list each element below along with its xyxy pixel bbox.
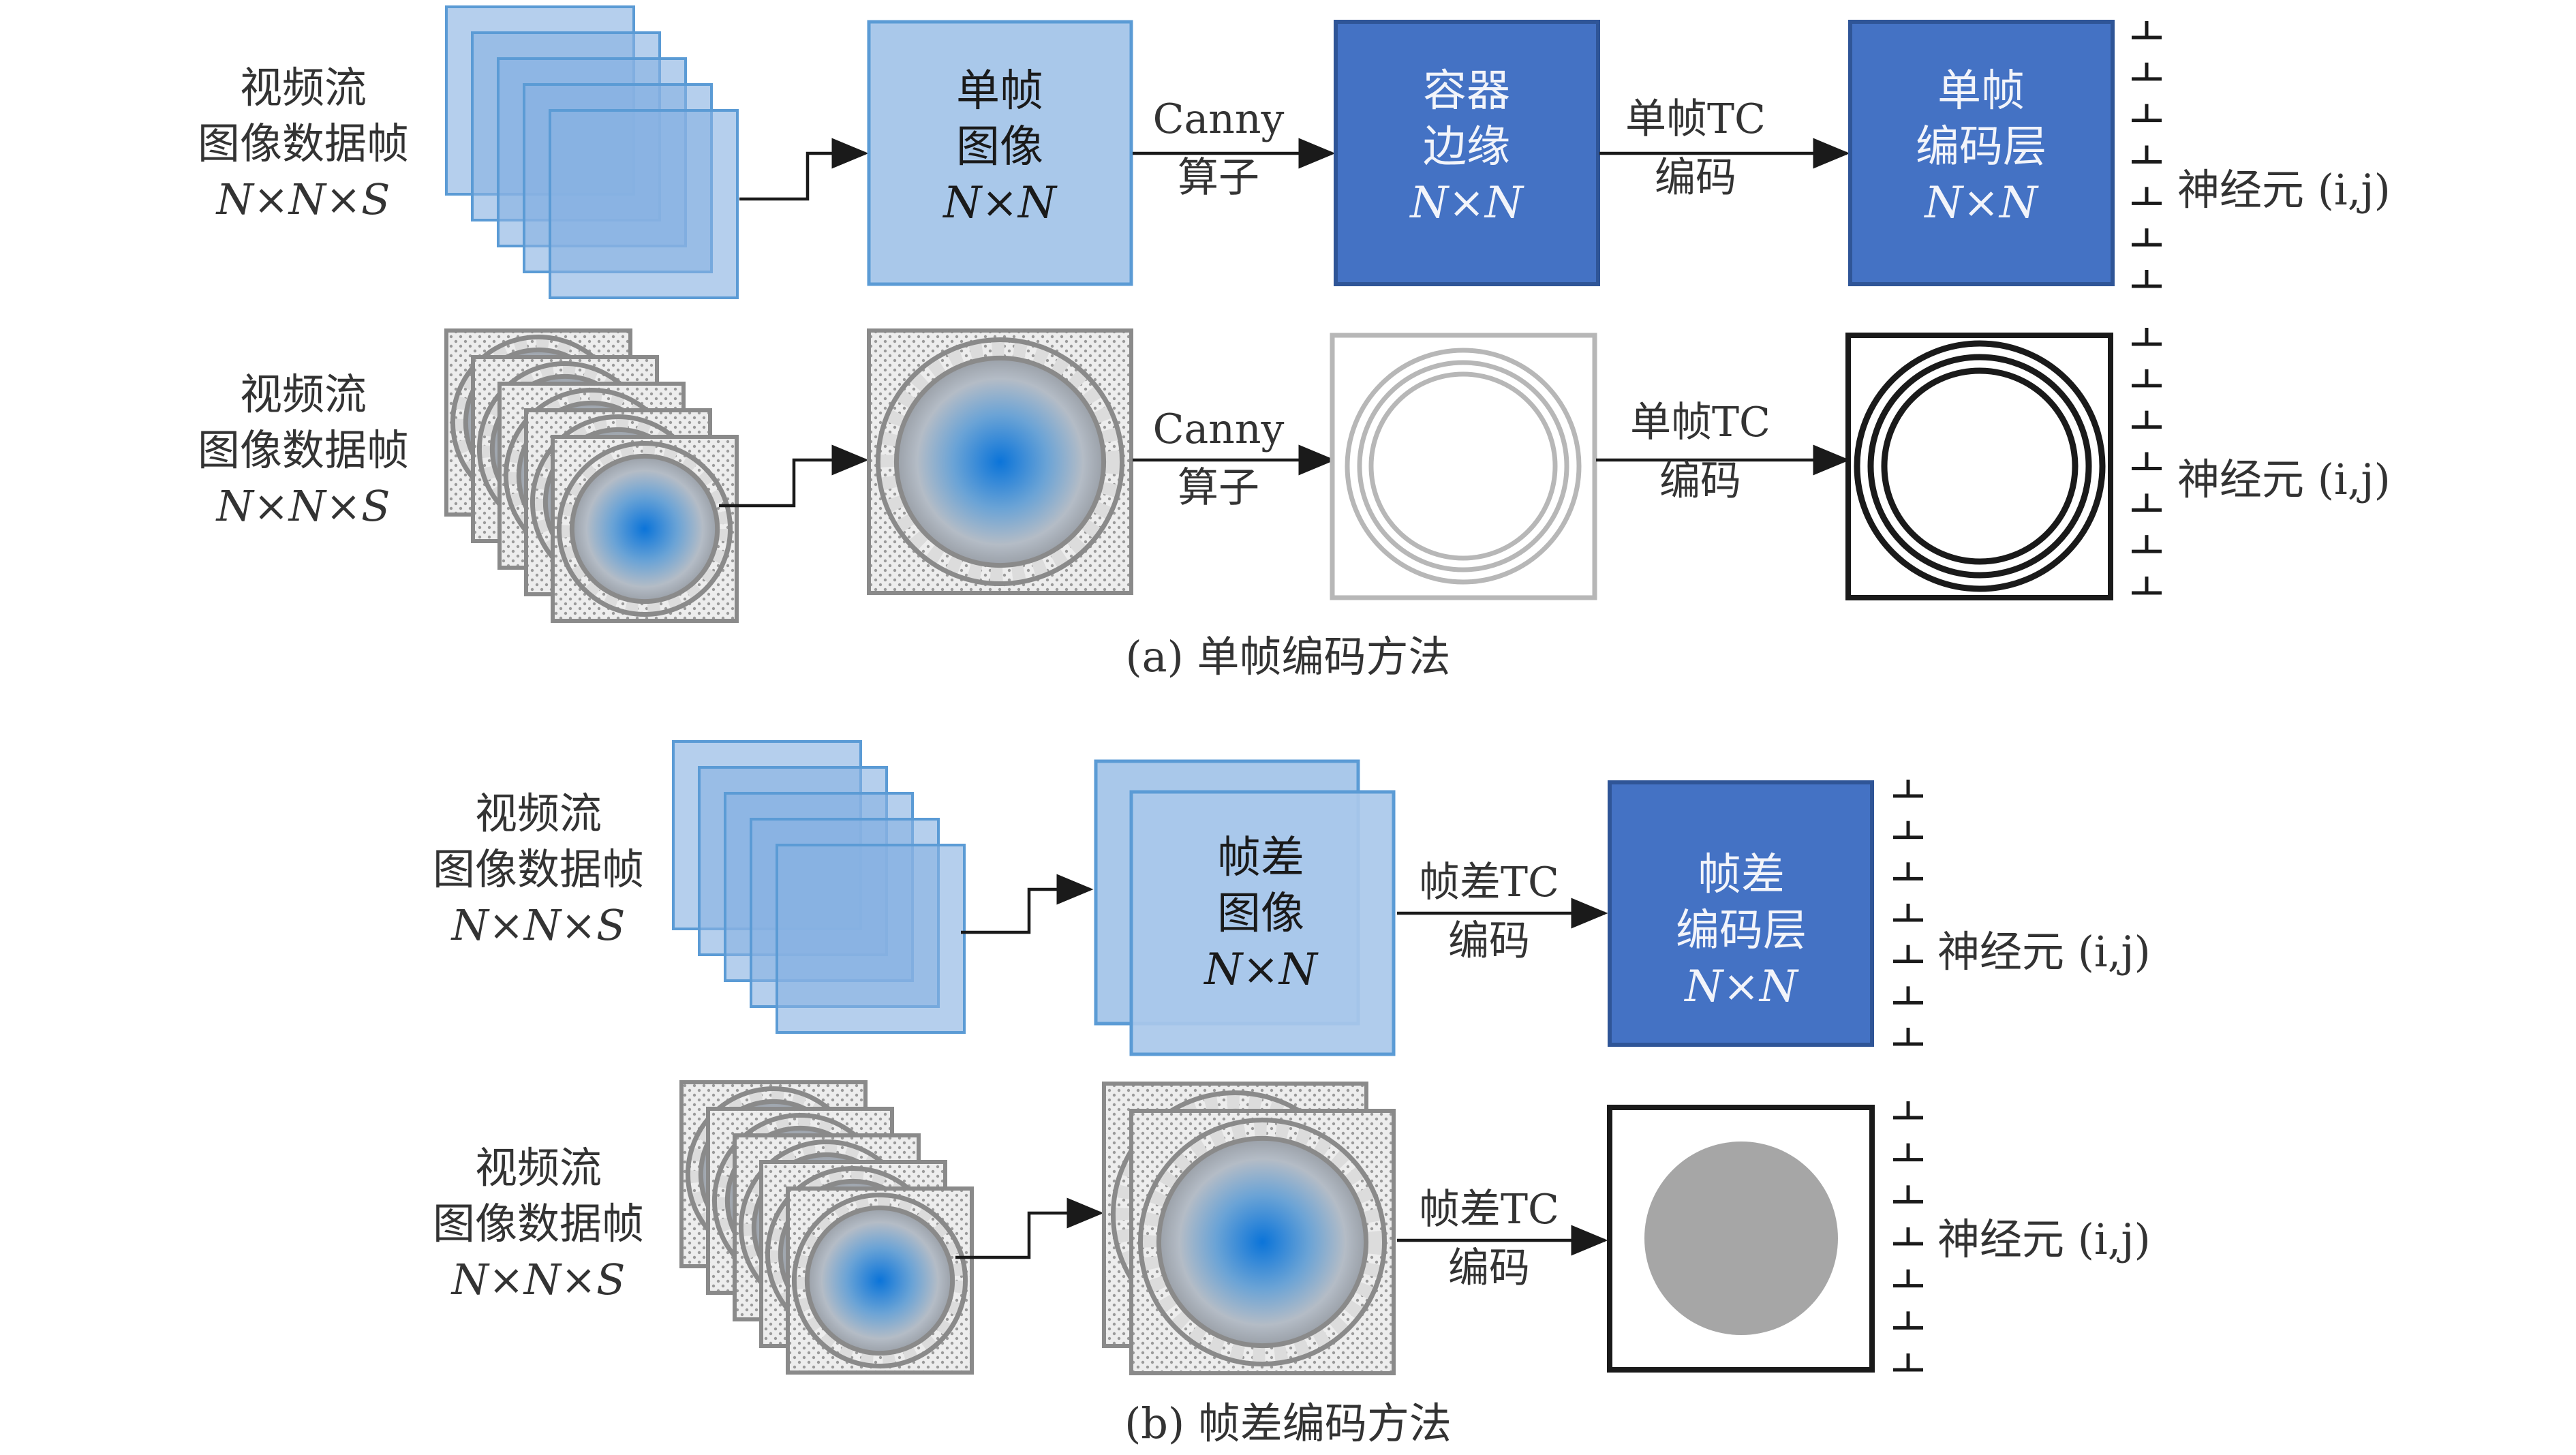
hatched-ring	[1141, 1121, 1383, 1363]
a-row1-input-stack	[445, 5, 739, 299]
a-edge-box	[1334, 20, 1600, 286]
gray-disk	[1644, 1142, 1838, 1335]
b-diff-image-label-line-2: N×N	[1203, 945, 1319, 995]
ring-frame	[551, 435, 739, 623]
b-row1-neuron-label: 神经元 (i,j)	[1937, 927, 2151, 977]
b-row1-input-label-line-1: 图像数据帧	[433, 844, 644, 894]
b-caption: (b) 帧差编码方法	[1124, 1398, 1452, 1448]
a-row2-edge-box	[1330, 333, 1597, 600]
b-row1-input-label-line-2: N×N×S	[450, 900, 626, 950]
b-row1-neuron-ticks	[1893, 780, 1923, 1046]
b-row1-arrow-1	[961, 874, 1094, 934]
a-row2-arrow-1	[719, 444, 869, 508]
blue-core	[804, 1205, 955, 1356]
a-row2-tc-label-line-0: 单帧TC	[1630, 399, 1770, 446]
coding-ring	[1867, 354, 2092, 579]
frame-layer	[776, 844, 966, 1034]
b-coding-layer-label-line-0: 帧差	[1698, 850, 1785, 900]
edge-ring	[1345, 348, 1582, 585]
a-row1-canny-label-line-0: Canny	[1153, 95, 1285, 143]
hatched-ring	[879, 341, 1121, 583]
a-coding-layer-box	[1848, 20, 2115, 286]
b-row2-input-label-line-2: N×N×S	[450, 1255, 626, 1304]
a-row2-ring-stack	[444, 328, 739, 623]
frame-layer	[549, 109, 739, 299]
a-row1-canny-label-line-1: 算子	[1178, 154, 1259, 202]
b-diff-front-frame	[1129, 790, 1396, 1056]
b-coding-layer-label-line-1: 编码层	[1676, 906, 1807, 956]
a-row2-input-label-line-2: N×N×S	[215, 481, 390, 531]
outer-ring	[791, 1192, 968, 1369]
coding-ring	[1854, 340, 2106, 592]
b-row2-input-label-line-1: 图像数据帧	[433, 1199, 644, 1249]
a-single-frame-box	[867, 20, 1133, 286]
a-caption: (a) 单帧编码方法	[1125, 632, 1450, 681]
a-row2-tc-label-line-1: 编码	[1659, 457, 1741, 505]
b-row1-input-stack	[672, 740, 966, 1034]
outer-ring	[1137, 1117, 1387, 1367]
b-row1-input-label-line-0: 视频流	[475, 788, 602, 838]
a-row1-input-label-line-0: 视频流	[240, 63, 367, 112]
outer-ring	[875, 337, 1125, 587]
b-row2-tc-label-line-0: 帧差TC	[1419, 1186, 1559, 1234]
a-edge-box-label-line-1: 边缘	[1423, 122, 1510, 172]
a-row2-input-label-line-1: 图像数据帧	[198, 425, 409, 475]
ring-frame	[786, 1186, 974, 1375]
b-row2-tc-label-line-1: 编码	[1448, 1244, 1530, 1292]
a-row2-ring-frame	[867, 328, 1133, 595]
a-row1-input-label-line-2: N×N×S	[215, 174, 390, 224]
b-row2-neuron-label: 神经元 (i,j)	[1937, 1214, 2151, 1264]
a-row1-input-label-line-1: 图像数据帧	[198, 119, 409, 168]
a-single-frame-label-line-2: N×N	[942, 178, 1058, 228]
a-row2-coding-box	[1845, 333, 2113, 600]
hatched-ring	[795, 1195, 965, 1366]
coding-frame	[1845, 333, 2113, 600]
b-diff-image-label-line-0: 帧差	[1217, 833, 1304, 883]
a-single-frame-label-line-0: 单帧	[956, 66, 1043, 117]
a-coding-layer-label-line-2: N×N	[1923, 178, 2039, 228]
a-row1-arrow-1	[739, 138, 869, 201]
hatched-ring	[559, 444, 730, 614]
edge-frame	[1330, 333, 1597, 600]
b-diff-image-label-line-1: 图像	[1217, 889, 1304, 939]
a-row2-neuron-ticks	[2132, 328, 2162, 595]
a-row1-tc-label-line-0: 单帧TC	[1625, 95, 1766, 143]
b-row2-ring-stack	[679, 1080, 974, 1375]
edge-ring	[1368, 371, 1558, 561]
b-row1-tc-label-line-1: 编码	[1448, 917, 1530, 965]
outer-ring	[556, 440, 733, 617]
a-row1-tc-label-line-1: 编码	[1655, 154, 1736, 202]
a-coding-layer-label-line-0: 单帧	[1937, 66, 2025, 117]
a-row2-canny-label-line-1: 算子	[1178, 464, 1259, 512]
b-row2-neuron-ticks	[1893, 1101, 1923, 1372]
a-row2-neuron-label: 神经元 (i,j)	[2177, 455, 2391, 504]
b-coding-layer-label-line-2: N×N	[1683, 962, 1799, 1012]
a-edge-box-label-line-0: 容器	[1423, 66, 1510, 117]
a-row2-canny-label-line-0: Canny	[1153, 405, 1285, 453]
b-row2-ring-front	[1129, 1109, 1396, 1375]
edge-ring	[1357, 360, 1569, 572]
blue-core	[893, 355, 1107, 568]
b-coding-layer-box	[1608, 780, 1874, 1047]
b-row2-input-label-line-0: 视频流	[475, 1143, 602, 1193]
b-row2-diff-result	[1607, 1105, 1875, 1373]
a-row1-neuron-label: 神经元 (i,j)	[2177, 165, 2391, 215]
a-coding-layer-label-line-1: 编码层	[1916, 122, 2046, 172]
coding-ring	[1881, 367, 2079, 565]
a-row2-input-label-line-0: 视频流	[240, 369, 367, 419]
a-edge-box-label-line-2: N×N	[1409, 178, 1524, 228]
b-row2-arrow-1	[955, 1197, 1104, 1259]
a-row1-neuron-ticks	[2132, 21, 2162, 288]
blue-core	[1156, 1135, 1369, 1349]
b-row1-tc-label-line-0: 帧差TC	[1419, 859, 1559, 906]
blue-core	[569, 453, 720, 604]
a-single-frame-label-line-1: 图像	[956, 122, 1043, 172]
